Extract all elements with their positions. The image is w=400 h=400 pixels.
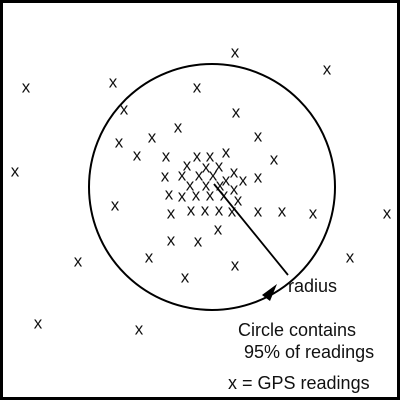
gps-reading-marker: x [135,319,144,338]
gps-reading-marker: x [202,157,211,176]
gps-reading-marker: x [178,165,187,184]
gps-reading-marker: x [174,117,183,136]
gps-reading-marker: x [222,142,231,161]
gps-reading-marker: x [34,313,43,332]
gps-reading-marker: x [109,72,118,91]
gps-reading-marker: x [192,185,201,204]
gps-reading-marker: x [230,179,239,198]
gps-reading-marker: x [133,145,142,164]
gps-reading-marker: x [230,162,239,181]
gps-reading-marker: x [183,155,192,174]
gps-reading-marker: x [145,247,154,266]
radius-line [213,183,289,276]
gps-reading-marker: x [278,201,287,220]
gps-reading-marker: x [165,184,174,203]
gps-reading-marker: x [254,201,263,220]
gps-reading-marker: x [234,190,243,209]
gps-reading-marker: x [11,161,20,180]
gps-reading-marker: x [323,59,332,78]
gps-reading-marker: x [222,170,231,189]
gps-reading-marker: x [254,126,263,145]
gps-reading-marker: x [162,146,171,165]
gps-reading-marker: x [178,186,187,205]
circle-caption-line-2: 95% of readings [244,342,374,362]
gps-reading-marker: x [270,149,279,168]
gps-reading-marker: x [193,77,202,96]
gps-reading-marker: x [383,203,392,222]
gps-reading-marker: x [228,201,237,220]
gps-reading-marker: x [231,42,240,61]
gps-reading-marker: x [206,146,215,165]
gps-reading-marker: x [181,267,190,286]
gps-reading-marker: x [194,231,203,250]
gps-reading-marker: x [74,251,83,270]
gps-reading-marker: x [195,165,204,184]
gps-reading-marker: x [231,255,240,274]
gps-reading-marker: x [215,200,224,219]
gps-reading-marker: x [120,99,129,118]
gps-reading-marker: x [309,203,318,222]
gps-reading-marker: x [148,127,157,146]
gps-reading-marker: x [346,247,355,266]
gps-reading-marker: x [220,185,229,204]
gps-reading-marker: x [215,156,224,175]
gps-reading-marker: x [214,219,223,238]
gps-reading-marker: x [254,167,263,186]
circle-caption-line-1: Circle contains [238,320,356,340]
gps-reading-marker: x [167,203,176,222]
gps-reading-marker: x [22,77,31,96]
gps-reading-marker: x [206,185,215,204]
gps-reading-marker: x [186,175,195,194]
gps-reading-marker: x [111,195,120,214]
gps-reading-marker: x [187,200,196,219]
gps-reading-marker: x [201,200,210,219]
radius-label: radius [288,276,337,296]
gps-reading-marker: x [209,165,218,184]
gps-reading-marker: x [167,230,176,249]
circle-pointer-arrow-icon [262,284,277,301]
accuracy-circle [88,63,336,311]
gps-reading-marker: x [202,175,211,194]
legend-label: x = GPS readings [228,373,370,393]
gps-reading-marker: x [232,102,241,121]
gps-reading-marker: x [115,132,124,151]
gps-reading-marker: x [239,170,248,189]
gps-reading-marker: x [216,175,225,194]
gps-reading-marker: x [161,166,170,185]
gps-reading-marker: x [193,146,202,165]
